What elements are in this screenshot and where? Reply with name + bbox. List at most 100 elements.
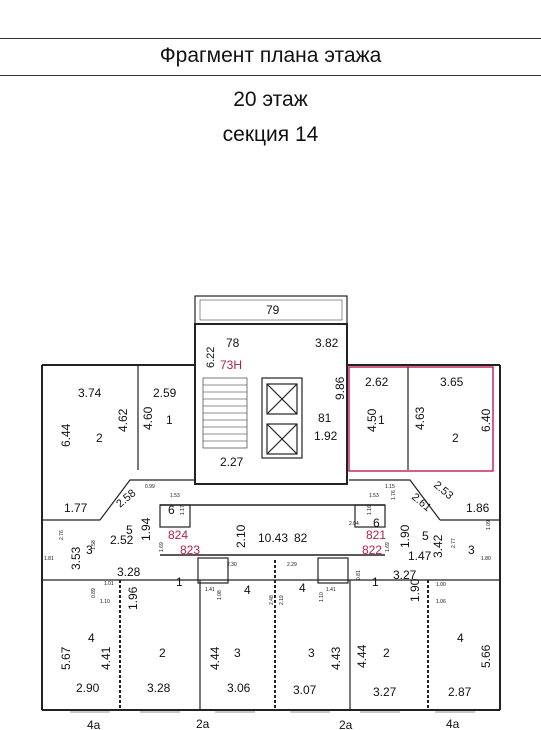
label-room-4a-l: 4a	[87, 718, 101, 730]
label-dim-1-41-r: 1.41	[326, 587, 336, 593]
label-dim-2-90: 2.90	[76, 681, 100, 695]
label-room-2a-r: 2a	[339, 718, 353, 730]
label-dim-3-27-b: 3.27	[373, 685, 397, 699]
label-apt-823: 823	[180, 543, 200, 557]
section-label: секция 14	[222, 123, 319, 146]
label-dim-1-08-l: 1.08	[217, 590, 223, 600]
label-dim-4-41: 4.41	[99, 646, 113, 670]
label-room-6-left: 6	[168, 503, 175, 517]
label-dim-0-99: 0.99	[145, 484, 155, 490]
label-dim-10-43: 10.43	[258, 531, 288, 545]
label-room-5-left: 5	[126, 523, 133, 537]
label-apt-824: 824	[168, 528, 188, 542]
label-room-1-right: 1	[378, 413, 385, 427]
label-dim-1-94: 1.94	[139, 517, 153, 541]
label-dim-2-76: 2.76	[59, 530, 65, 540]
label-apt-73h: 73Н	[220, 358, 242, 372]
label-dim-1-10: 1.10	[100, 599, 110, 605]
label-dim-6-22: 6.22	[205, 347, 217, 368]
label-room-4-right: 4	[457, 631, 464, 645]
label-dim-1-76: 1.76	[391, 490, 397, 500]
label-dim-1-69-l: 1.69	[159, 542, 165, 552]
label-room-3-left: 3	[86, 543, 93, 557]
label-room-2a-l: 2a	[196, 717, 210, 730]
label-dim-1-92: 1.92	[314, 429, 338, 443]
label-room-1-cl: 1	[176, 575, 183, 589]
label-room-4-cr: 4	[299, 581, 306, 595]
label-dim-1-77: 1.77	[64, 501, 88, 515]
label-dim-9-86: 9.86	[333, 376, 347, 400]
label-dim-1-96: 1.96	[126, 586, 140, 610]
plan-walls	[41, 295, 501, 713]
label-room-4-left: 4	[88, 631, 95, 645]
label-dim-1-41-l: 1.41	[205, 587, 215, 593]
label-dim-3-82: 3.82	[315, 336, 339, 350]
label-dim-1-06: 1.06	[436, 599, 446, 605]
label-room-4-cl: 4	[244, 583, 251, 597]
label-dim-1-16: 1.16	[367, 505, 373, 515]
label-dim-1-69-r: 1.69	[385, 542, 391, 552]
label-dim-5-66: 5.66	[479, 644, 493, 668]
label-dim-4-63: 4.63	[413, 406, 427, 430]
label-dim-2-87: 2.87	[448, 685, 472, 699]
label-dim-2-61: 2.61	[409, 491, 433, 514]
label-dim-2-62: 2.62	[365, 375, 389, 389]
label-dim-1-90-b: 1.90	[408, 578, 422, 602]
label-dim-2-29: 2.29	[287, 562, 297, 568]
floor-label: 20 этаж	[233, 88, 308, 111]
label-dim-3-53: 3.53	[69, 546, 83, 570]
label-dim-6-44: 6.44	[59, 423, 73, 447]
plan-labels: 79 78 6.22 73Н 3.82 3.74 2.59 6.44 4.62 …	[44, 303, 493, 730]
label-dim-1-47: 1.47	[408, 549, 432, 563]
label-dim-0-81: 0.81	[356, 570, 362, 580]
label-dim-1-00: 1.00	[436, 582, 446, 588]
label-dim-1-86: 1.86	[466, 501, 490, 515]
label-room-2-left: 2	[96, 431, 103, 445]
label-dim-3-28-b: 3.28	[147, 681, 171, 695]
label-room-4a-r: 4a	[446, 717, 460, 730]
label-dim-4-44-b: 4.44	[355, 644, 369, 668]
label-room-1-left: 1	[166, 413, 173, 427]
label-dim-3-07: 3.07	[293, 683, 317, 697]
label-room-2-bl: 2	[159, 646, 166, 660]
label-dim-3-06: 3.06	[227, 681, 251, 695]
label-dim-1-15: 1.15	[385, 484, 395, 490]
label-dim-2-58: 2.58	[114, 487, 138, 510]
label-room-3-right: 3	[468, 543, 475, 557]
label-dim-4-62: 4.62	[116, 408, 130, 432]
label-dim-3-74: 3.74	[78, 386, 102, 400]
label-room-1-cr: 1	[372, 575, 379, 589]
label-room-3-br: 3	[308, 646, 315, 660]
label-dim-2-10: 2.10	[234, 524, 248, 548]
label-dim-0-89: 0.89	[91, 588, 97, 598]
label-dim-1-81: 1.81	[44, 556, 54, 562]
label-dim-1-53-r: 1.53	[369, 493, 379, 499]
top-rule	[0, 38, 541, 39]
label-dim-1-09: 1.09	[486, 520, 492, 530]
label-dim-1-01: 1.01	[104, 581, 114, 587]
label-dim-4-60: 4.60	[141, 406, 155, 430]
label-dim-2-77: 2.77	[451, 538, 457, 548]
label-balcony-79: 79	[266, 303, 280, 317]
label-room-6-right: 6	[373, 516, 380, 530]
label-room-2-br: 2	[383, 646, 390, 660]
label-room-78: 78	[226, 336, 240, 350]
label-dim-1-10-r: 1.10	[319, 592, 325, 602]
label-dim-2-27: 2.27	[220, 455, 244, 469]
label-room-82: 82	[294, 531, 308, 545]
label-dim-6-40: 6.40	[479, 408, 493, 432]
page-title: Фрагмент плана этажа	[159, 44, 382, 67]
label-apt-822: 822	[362, 543, 382, 557]
label-dim-4-43: 4.43	[329, 646, 343, 670]
label-room-81: 81	[318, 411, 332, 425]
label-dim-1-58: 1.58	[91, 540, 97, 550]
label-dim-5-67: 5.67	[59, 646, 73, 670]
label-dim-4-50: 4.50	[365, 408, 379, 432]
label-room-3-bl: 3	[234, 646, 241, 660]
label-dim-2-53: 2.53	[431, 479, 455, 502]
label-dim-2-59: 2.59	[153, 386, 177, 400]
label-dim-4-44-a: 4.44	[208, 646, 222, 670]
label-room-2-right: 2	[452, 431, 459, 445]
label-dim-1-90-a: 1.90	[398, 524, 412, 548]
